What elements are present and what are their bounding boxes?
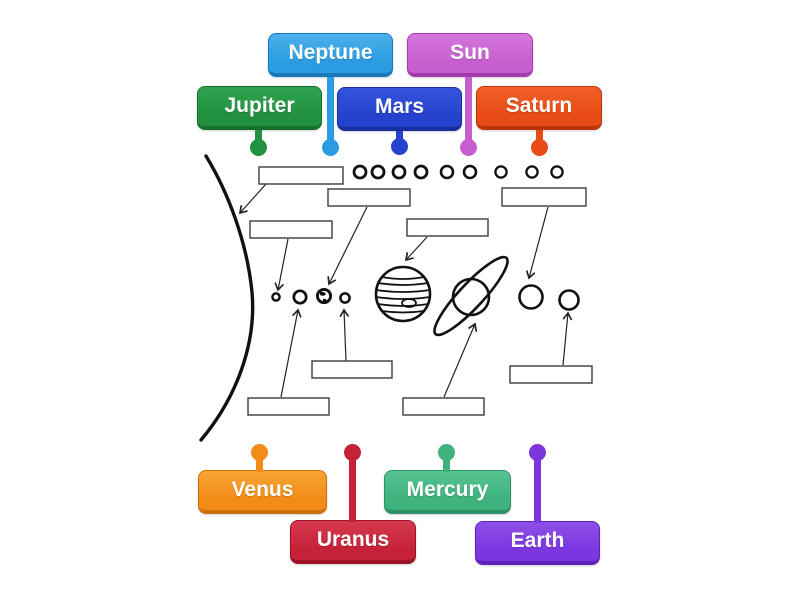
drop-zone-8[interactable]	[402, 397, 485, 416]
jupiter-drawing	[374, 265, 432, 323]
tag-stem	[465, 77, 472, 148]
label-tag-jupiter[interactable]: Jupiter	[197, 86, 322, 156]
drop-zone-6[interactable]	[311, 360, 393, 379]
tag-label: Mars	[374, 95, 425, 118]
label-tag-sun[interactable]: Sun	[407, 33, 533, 156]
tag-connector-dot	[529, 444, 546, 461]
venus-drawing	[292, 289, 308, 305]
tag-connector-dot	[344, 444, 361, 461]
mars-drawing	[339, 292, 351, 304]
circle-row	[352, 164, 564, 180]
tag-connector-dot	[391, 138, 408, 155]
sun-edge-arc	[199, 154, 255, 442]
drop-zone-4[interactable]	[249, 220, 333, 239]
tag-connector-dot	[250, 139, 267, 156]
drop-zone-3[interactable]	[501, 187, 587, 207]
uranus-drawing	[518, 284, 544, 310]
drop-zone-9[interactable]	[509, 365, 593, 384]
drop-zone-1[interactable]	[258, 166, 344, 185]
earth-drawing	[315, 287, 333, 305]
label-tag-earth[interactable]: Earth	[475, 444, 600, 565]
label-tag-venus[interactable]: Venus	[198, 444, 327, 514]
label-tag-mars[interactable]: Mars	[337, 87, 462, 155]
drop-zone-2[interactable]	[327, 188, 411, 207]
tag-connector-dot	[251, 444, 268, 461]
drop-zone-7[interactable]	[247, 397, 330, 416]
tag-label: Uranus	[316, 528, 390, 551]
mercury-drawing	[271, 292, 281, 302]
tag-label: Mercury	[406, 478, 489, 501]
drop-zones	[247, 166, 593, 416]
tag-label: Saturn	[505, 94, 573, 117]
tag-connector-dot	[460, 139, 477, 156]
tag-stem	[443, 454, 450, 472]
drop-zone-5[interactable]	[406, 218, 489, 237]
tag-connector-dot	[531, 139, 548, 156]
tag-label: Venus	[231, 478, 294, 501]
tag-stem	[349, 454, 356, 522]
tag-label: Sun	[450, 41, 490, 64]
saturn-drawing	[433, 255, 509, 337]
tag-label: Jupiter	[224, 94, 295, 117]
neptune-drawing	[558, 289, 580, 311]
tag-label: Neptune	[288, 41, 373, 64]
tag-stem	[327, 77, 334, 148]
tag-connector-dot	[438, 444, 455, 461]
tag-connector-dot	[322, 139, 339, 156]
pointer-arrows	[238, 183, 573, 398]
tag-stem	[534, 454, 541, 523]
label-tag-saturn[interactable]: Saturn	[476, 86, 602, 156]
label-tag-neptune[interactable]: Neptune	[268, 33, 393, 156]
label-tag-uranus[interactable]: Uranus	[290, 444, 416, 564]
label-tag-mercury[interactable]: Mercury	[384, 444, 511, 514]
tag-label: Earth	[510, 529, 565, 552]
tag-stem	[256, 454, 263, 472]
